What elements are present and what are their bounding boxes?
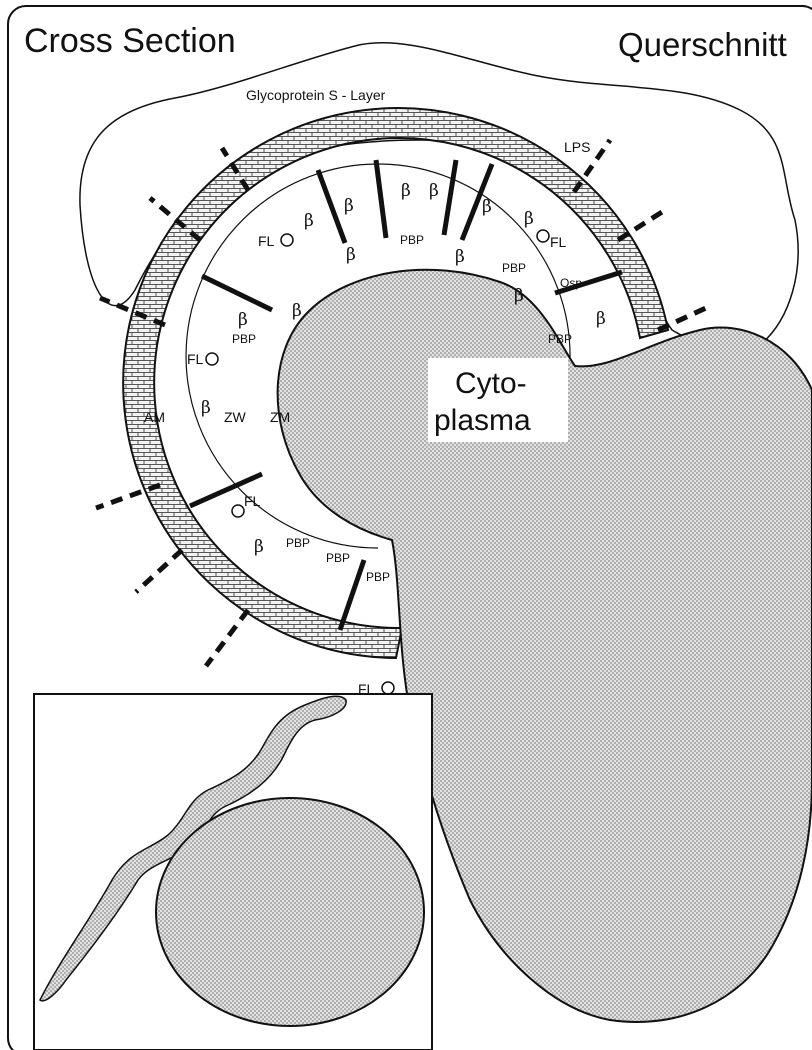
label-pbp: PBP — [232, 332, 256, 346]
label-beta: β — [238, 310, 248, 330]
label-zm: ZM — [270, 409, 290, 425]
label-zw: ZW — [224, 409, 247, 425]
label-beta: β — [304, 211, 314, 231]
label-beta: β — [201, 398, 211, 418]
label-beta: β — [514, 286, 524, 306]
label-beta: β — [596, 309, 606, 329]
label-fl: FL — [258, 233, 275, 249]
label-fl: FL — [187, 351, 204, 367]
label-beta: β — [429, 181, 439, 201]
label-beta: β — [482, 197, 492, 217]
cytoplasm-label-line1: Cyto- — [455, 367, 527, 400]
label-osp: Osp — [560, 276, 582, 290]
label-beta: β — [401, 181, 411, 201]
cytoplasm-label-line2: plasma — [434, 404, 531, 437]
label-pbp: PBP — [502, 261, 526, 275]
label-beta: β — [346, 245, 356, 265]
label-pbp: PBP — [548, 332, 572, 346]
label-lps: LPS — [564, 139, 590, 155]
s-layer-label: Glycoprotein S - Layer — [246, 87, 386, 103]
label-beta: β — [524, 209, 534, 229]
label-beta: β — [344, 196, 354, 216]
title-right: Querschnitt — [618, 26, 787, 63]
label-beta: β — [455, 247, 465, 267]
title-left: Cross Section — [24, 22, 236, 60]
label-pbp: PBP — [326, 551, 350, 565]
label-fl: FL — [244, 493, 261, 509]
label-pbp: PBP — [366, 570, 390, 584]
label-fl: FL — [550, 234, 567, 250]
label-am: AM — [144, 409, 165, 425]
label-beta: β — [254, 537, 264, 557]
label-pbp: PBP — [400, 233, 424, 247]
label-pbp: PBP — [286, 536, 310, 550]
label-beta: β — [292, 301, 302, 321]
inset-cell-body — [156, 798, 424, 1026]
